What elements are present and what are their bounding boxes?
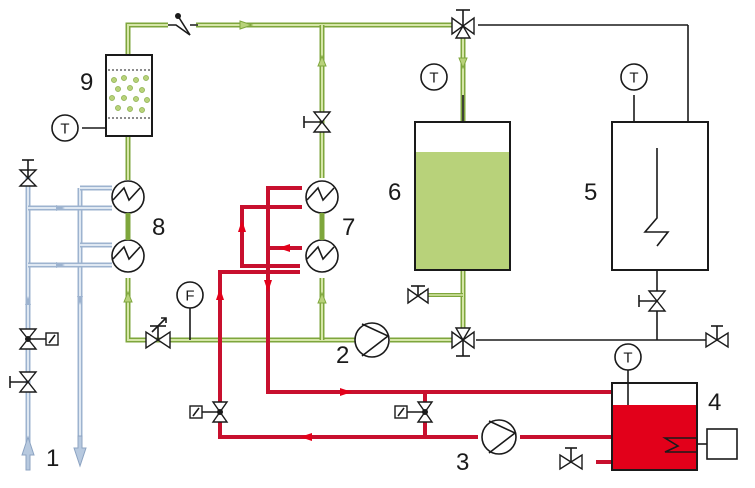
label-1: 1 <box>46 445 59 472</box>
cooling-top-valve[interactable] <box>18 159 38 187</box>
control-valve[interactable] <box>145 317 171 350</box>
drain-valve-4[interactable] <box>559 447 583 471</box>
check-valve <box>168 13 198 36</box>
cooling-solenoid-valve[interactable] <box>18 328 59 350</box>
vessel-6 <box>414 95 511 271</box>
green-process-lines <box>123 20 718 343</box>
heat-exchanger-7-bottom <box>305 239 339 273</box>
temperature-label: T <box>623 350 632 367</box>
label-3: 3 <box>456 449 469 476</box>
label-6: 6 <box>388 179 401 206</box>
vessel-5 <box>611 95 709 271</box>
label-2: 2 <box>336 342 349 369</box>
label-5: 5 <box>584 179 597 206</box>
three-way-valve-top[interactable] <box>451 9 475 39</box>
vessel-4 <box>611 365 738 471</box>
solenoid-valve-right[interactable] <box>394 401 434 423</box>
valve-above-exchanger-7[interactable] <box>303 111 332 133</box>
red-flow-arrows <box>216 220 352 441</box>
return-arrow-icon <box>73 435 87 468</box>
temperature-sensor-4: T <box>614 343 642 371</box>
label-9: 9 <box>80 69 93 96</box>
label-8: 8 <box>152 214 165 241</box>
flow-label: F <box>185 288 194 305</box>
heat-exchanger-8-top <box>111 180 145 214</box>
end-valve-right[interactable] <box>705 325 729 349</box>
drain-valve-5[interactable] <box>638 290 667 312</box>
label-4: 4 <box>708 389 721 416</box>
flow-sensor: F <box>176 281 204 340</box>
temperature-sensor-6: T <box>420 63 448 91</box>
temperature-label: T <box>429 70 438 87</box>
solenoid-valve-left[interactable] <box>189 401 229 423</box>
drain-valve-6[interactable] <box>407 285 429 305</box>
cooling-water-lines <box>9 159 112 471</box>
heat-exchanger-8-bottom <box>111 239 145 273</box>
supply-arrow-icon <box>21 435 35 471</box>
column-9 <box>82 54 153 137</box>
pump-2 <box>354 322 390 358</box>
label-7: 7 <box>342 214 355 241</box>
heat-exchanger-7-top <box>305 180 339 214</box>
temperature-label: T <box>60 121 69 138</box>
temperature-sensor-5: T <box>620 63 648 91</box>
cooling-lower-valve[interactable] <box>9 371 38 393</box>
three-way-valve-bottom[interactable] <box>451 327 475 357</box>
temperature-label: T <box>629 70 638 87</box>
temperature-sensor-9: T <box>51 114 79 142</box>
pump-3 <box>481 419 517 455</box>
